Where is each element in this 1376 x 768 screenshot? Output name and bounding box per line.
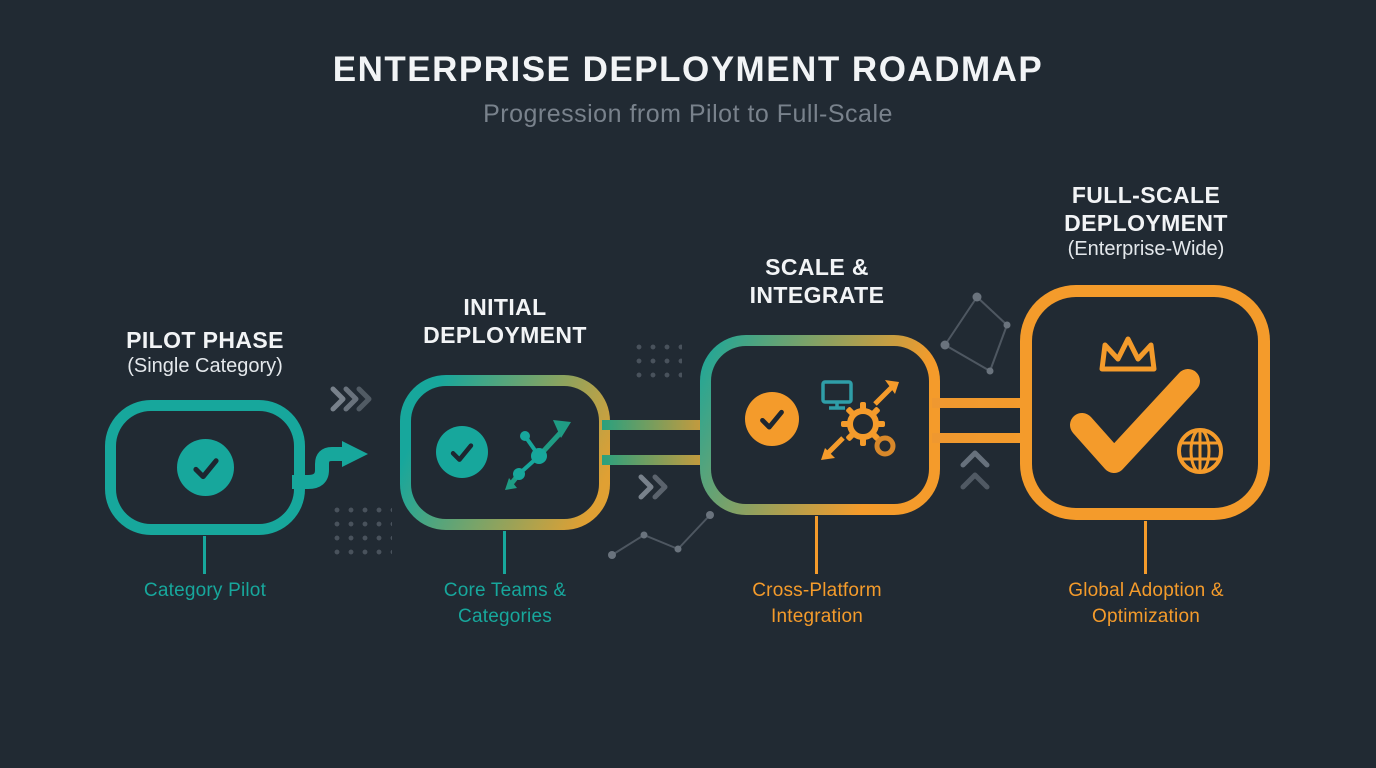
- stage1-label: Category Pilot: [143, 580, 267, 601]
- stage2-label: Core Teams & Categories: [443, 580, 567, 627]
- integration-gear-icon: [821, 380, 899, 460]
- dots-decoration: [632, 340, 682, 384]
- chevrons-right-icon: [638, 474, 668, 500]
- stage2-heading: INITIAL DEPLOYMENT: [423, 294, 587, 349]
- stage2-box: [400, 375, 610, 530]
- big-check-icon: [1070, 369, 1200, 473]
- globe-icon: [1177, 428, 1223, 474]
- chevrons-up-icon: [960, 450, 990, 490]
- page-title: ENTERPRISE DEPLOYMENT ROADMAP: [332, 50, 1044, 89]
- connector-3-4: [932, 433, 1028, 443]
- stage1-stem: [203, 536, 206, 574]
- network-growth-icon: [505, 420, 571, 490]
- stage4-stem: [1144, 521, 1147, 574]
- stage4-box: [1020, 285, 1270, 520]
- check-circle-icon: [436, 426, 488, 478]
- stage2-stem: [503, 531, 506, 574]
- arrow-right-icon: [292, 441, 368, 489]
- dots-decoration: [330, 503, 392, 555]
- network-decoration: [608, 511, 714, 559]
- stage3-heading: SCALE & INTEGRATE: [749, 254, 885, 309]
- gear-icon: [841, 402, 885, 446]
- check-circle-icon: [745, 392, 799, 446]
- stage4-subheading: (Enterprise-Wide): [1067, 238, 1225, 260]
- stage3-label: Cross-Platform Integration: [752, 580, 882, 627]
- stage1-subheading: (Single Category): [127, 355, 283, 377]
- stage1-box: [105, 400, 305, 535]
- stage3-stem: [815, 516, 818, 574]
- page-subtitle: Progression from Pilot to Full-Scale: [483, 100, 893, 128]
- chevrons-right-icon: [330, 386, 372, 412]
- connector-2-3: [602, 420, 708, 430]
- check-circle-icon: [177, 439, 234, 496]
- connector-3-4: [932, 398, 1028, 408]
- connector-2-3: [602, 455, 708, 465]
- stage4-heading: FULL-SCALE DEPLOYMENT: [1064, 182, 1228, 237]
- stage1-heading: PILOT PHASE: [126, 327, 284, 353]
- crown-icon: [1099, 336, 1157, 372]
- stage3-box: [700, 335, 940, 515]
- stage4-label: Global Adoption & Optimization: [1068, 580, 1224, 627]
- small-gear-icon: [874, 435, 896, 457]
